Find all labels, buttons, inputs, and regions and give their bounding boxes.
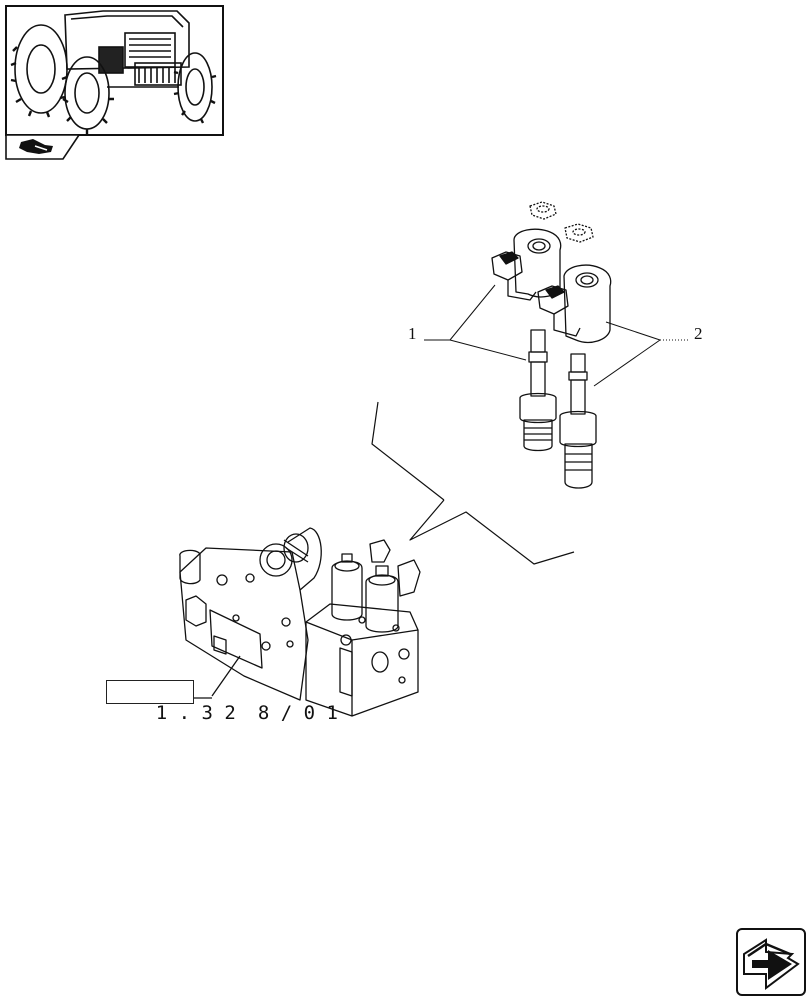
nut-2 [564,223,594,243]
pointer-hand-icon [5,134,81,160]
reference-part-1: 1 . 3 2 [155,702,236,724]
tractor-thumbnail[interactable] [5,5,224,136]
next-page-button[interactable] [736,928,806,996]
solenoid-coil-2 [537,264,612,344]
thumbnail-tab[interactable] [5,134,81,160]
solenoid-coil-1 [491,228,562,301]
valve-cartridge-2 [559,353,597,489]
reference-code[interactable]: 1 . 3 2 8 / 0 1 [110,680,338,746]
callout-item-1: 1 [408,324,417,343]
exploded-view-indicator [371,401,575,565]
leader-lines [424,284,690,387]
reference-box[interactable] [106,680,194,704]
control-valve-block [179,527,421,717]
valve-cartridge-1 [519,329,557,452]
callout-item-2: 2 [694,324,703,343]
next-page-arrow-icon [743,938,800,990]
reference-part-2: 8 / 0 1 [257,702,338,724]
nut-1 [529,201,557,220]
tractor-overview-icon [10,10,217,134]
